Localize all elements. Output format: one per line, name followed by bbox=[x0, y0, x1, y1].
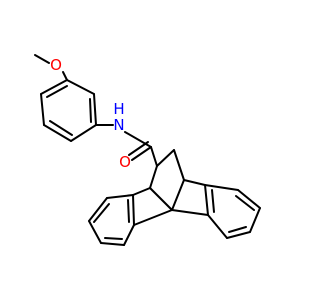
methoxy-oxygen-label: O bbox=[50, 56, 62, 74]
amide-nitrogen-label: N bbox=[113, 116, 124, 134]
amide-hydrogen-label: H bbox=[113, 100, 124, 118]
bond-carbonyl-bridge bbox=[150, 146, 158, 167]
right-benzo-ring bbox=[204, 184, 261, 239]
structure-canvas: O N H O bbox=[34, 54, 261, 246]
bond-n-carbonyl bbox=[124, 131, 152, 148]
methoxyphenyl-ring bbox=[40, 79, 97, 142]
carbonyl-oxygen-label: O bbox=[119, 153, 131, 171]
bond-carbonyl-o-1 bbox=[131, 146, 152, 161]
bond-o-aryl bbox=[62, 71, 68, 81]
bond-methyl-o bbox=[34, 54, 50, 64]
bond-lines bbox=[34, 54, 261, 246]
left-benzo-ring bbox=[88, 194, 135, 246]
bond-carbonyl-o-2 bbox=[128, 141, 149, 156]
molecule-structure: O N H O bbox=[34, 54, 261, 246]
bicyclic-bridge bbox=[132, 149, 209, 226]
